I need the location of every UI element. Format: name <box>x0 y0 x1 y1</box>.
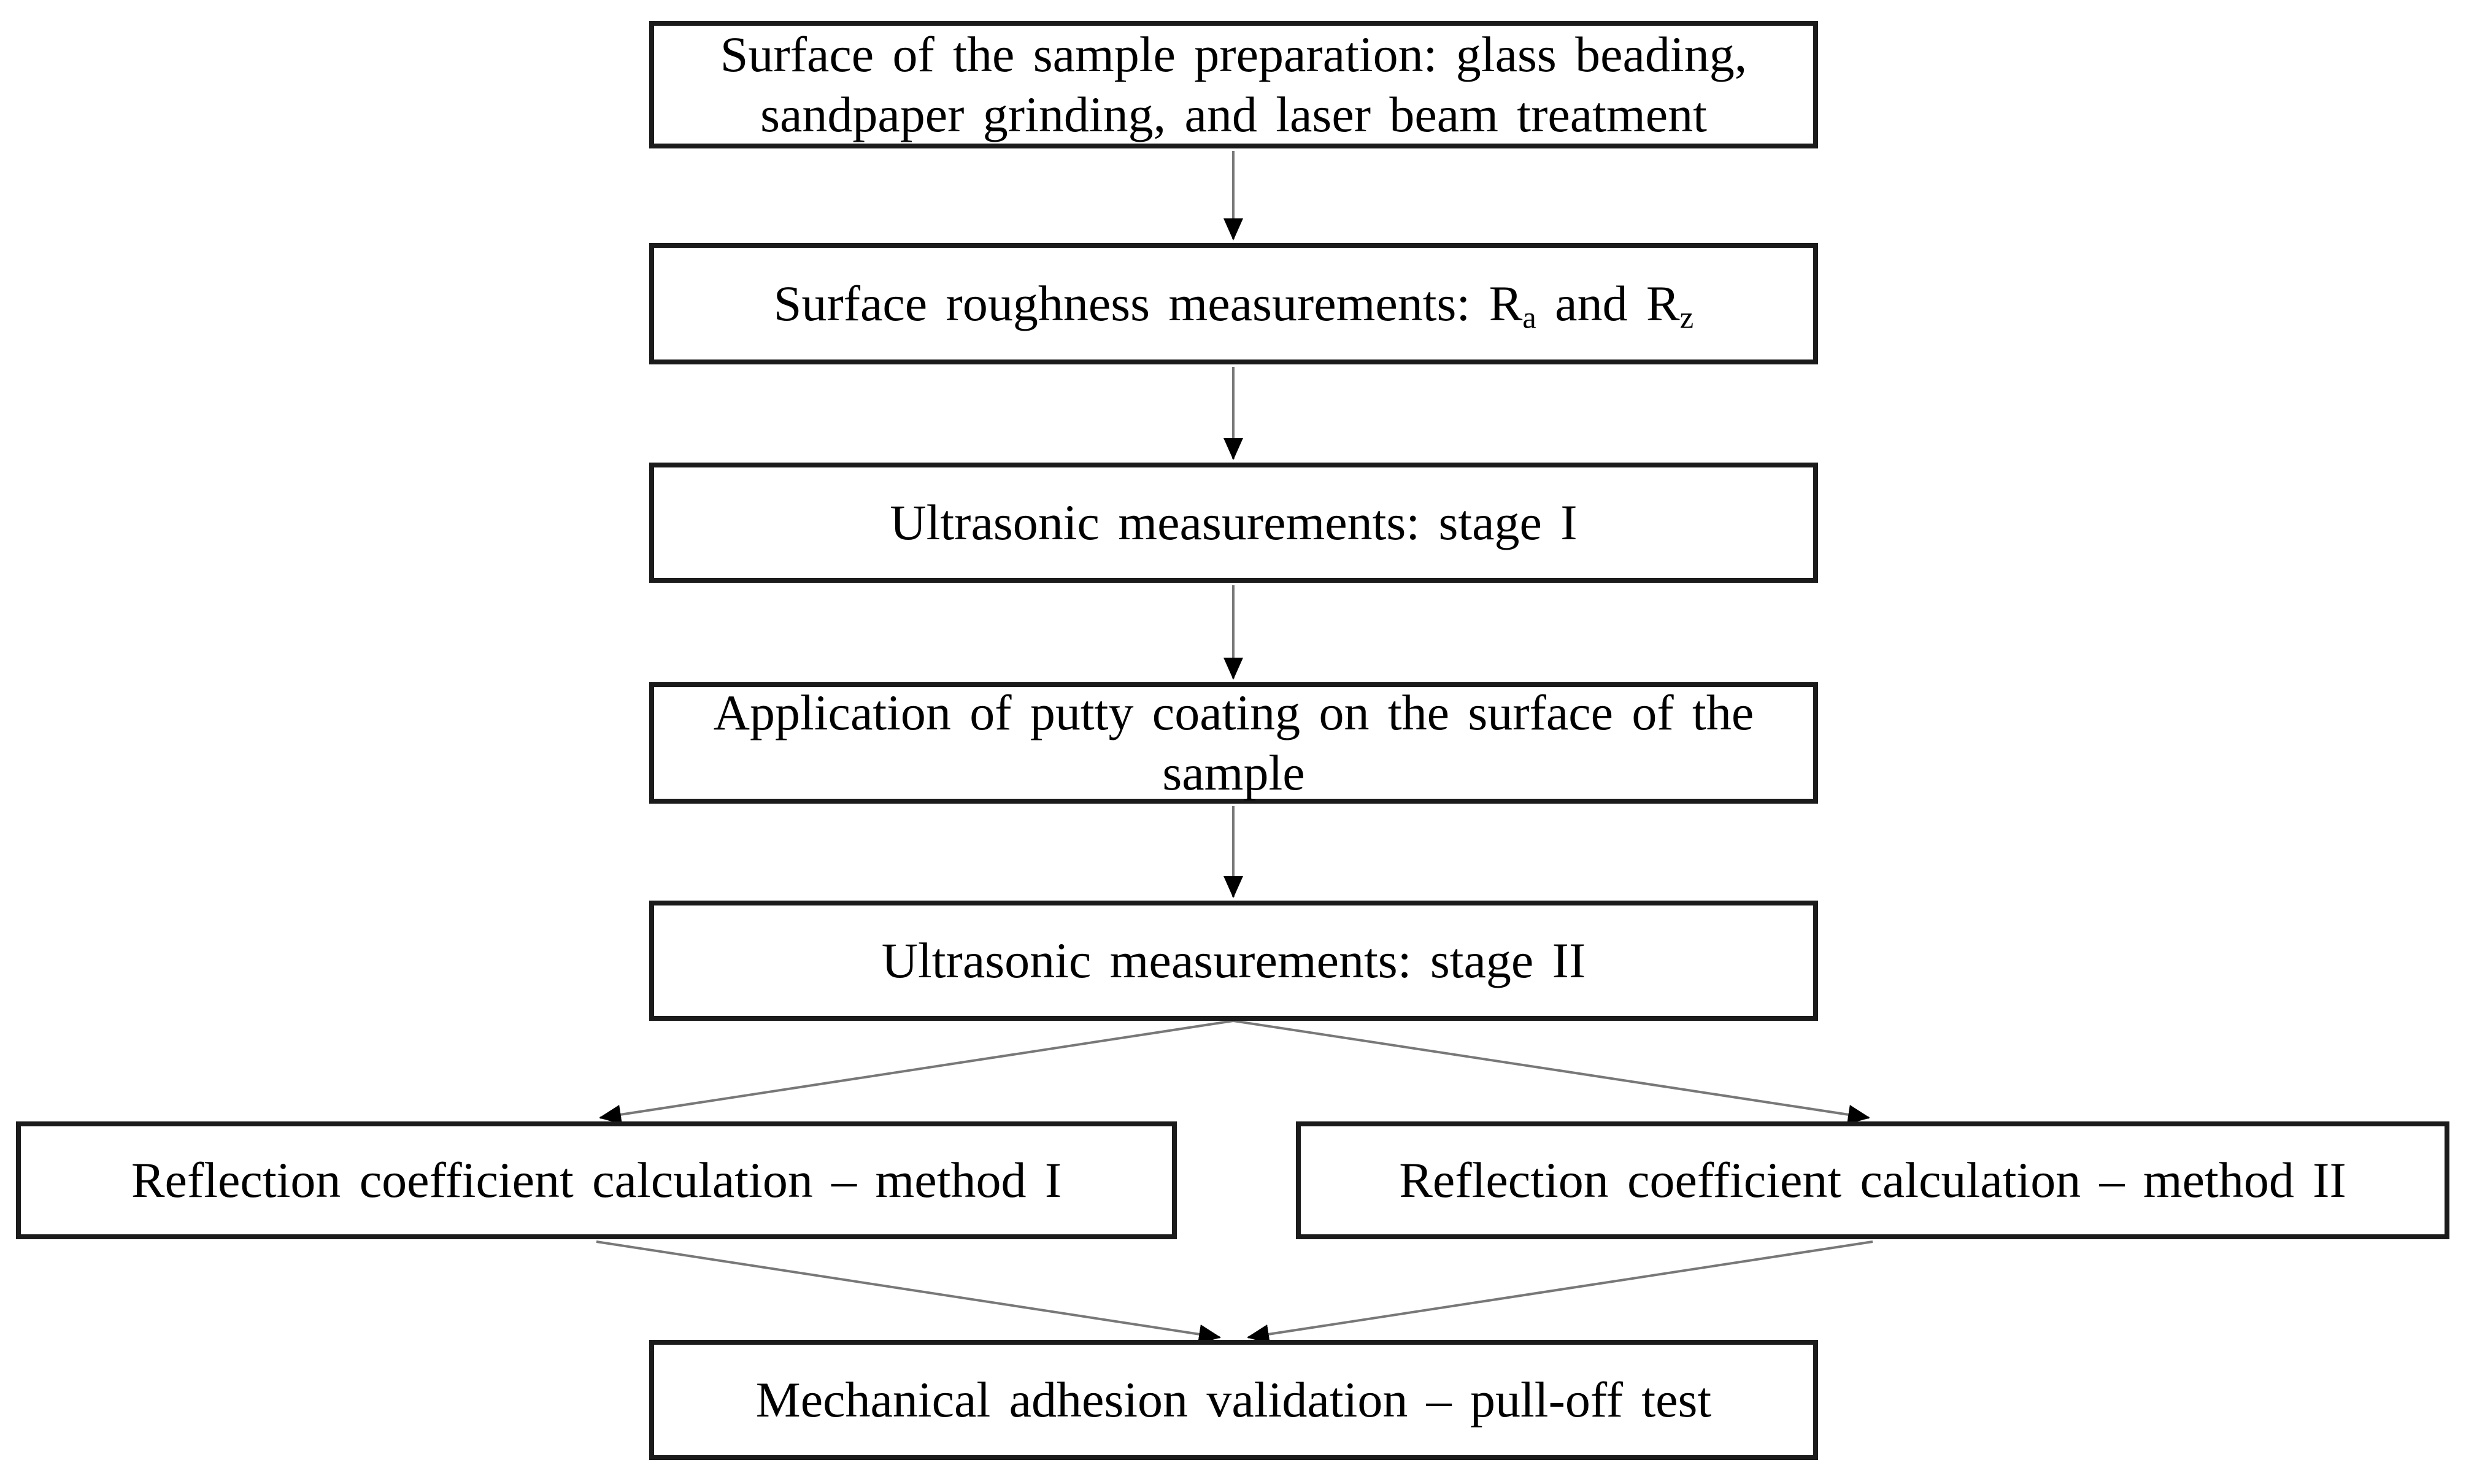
box-ultrasonic-stage-1-label: Ultrasonic measurements: stage I <box>890 494 1578 550</box>
arrow-method2-to-validation <box>1247 1240 1873 1344</box>
box-ultrasonic-stage-2: Ultrasonic measurements: stage II <box>649 901 1818 1021</box>
box-ultrasonic-stage-1: Ultrasonic measurements: stage I <box>649 463 1818 583</box>
subscript-z: z <box>1679 300 1694 335</box>
box-surface-preparation-line2: sandpaper grinding, and laser beam treat… <box>760 87 1707 142</box>
box-ultrasonic-stage-2-label: Ultrasonic measurements: stage II <box>881 932 1586 988</box>
box-putty-application: Application of putty coating on the surf… <box>649 682 1818 804</box>
box-reflection-method-1-label: Reflection coefficient calculation – met… <box>131 1151 1062 1208</box>
box-putty-application-line2: sample <box>1162 745 1305 801</box>
box-putty-application-line1: Application of putty coating on the surf… <box>713 684 1754 740</box>
subscript-a: a <box>1522 300 1536 335</box>
box-surface-preparation: Surface of the sample preparation: glass… <box>649 21 1818 148</box>
arrow-stage2-to-method2 <box>1233 1020 1870 1125</box>
box-reflection-method-1: Reflection coefficient calculation – met… <box>16 1121 1177 1239</box>
arrow-stage2-to-method1 <box>599 1020 1234 1125</box>
box-pull-off-validation-label: Mechanical adhesion validation – pull-of… <box>755 1371 1712 1428</box>
box-pull-off-validation: Mechanical adhesion validation – pull-of… <box>649 1340 1818 1460</box>
box-roughness-measurements: Surface roughness measurements: Ra and R… <box>649 243 1818 364</box>
box-surface-preparation-line1: Surface of the sample preparation: glass… <box>720 26 1747 82</box>
box-reflection-method-2-label: Reflection coefficient calculation – met… <box>1399 1151 2346 1208</box>
arrow-method1-to-validation <box>596 1240 1221 1344</box>
box-roughness-measurements-label: Surface roughness measurements: Ra and R… <box>773 275 1694 335</box>
box-reflection-method-2: Reflection coefficient calculation – met… <box>1296 1121 2449 1239</box>
